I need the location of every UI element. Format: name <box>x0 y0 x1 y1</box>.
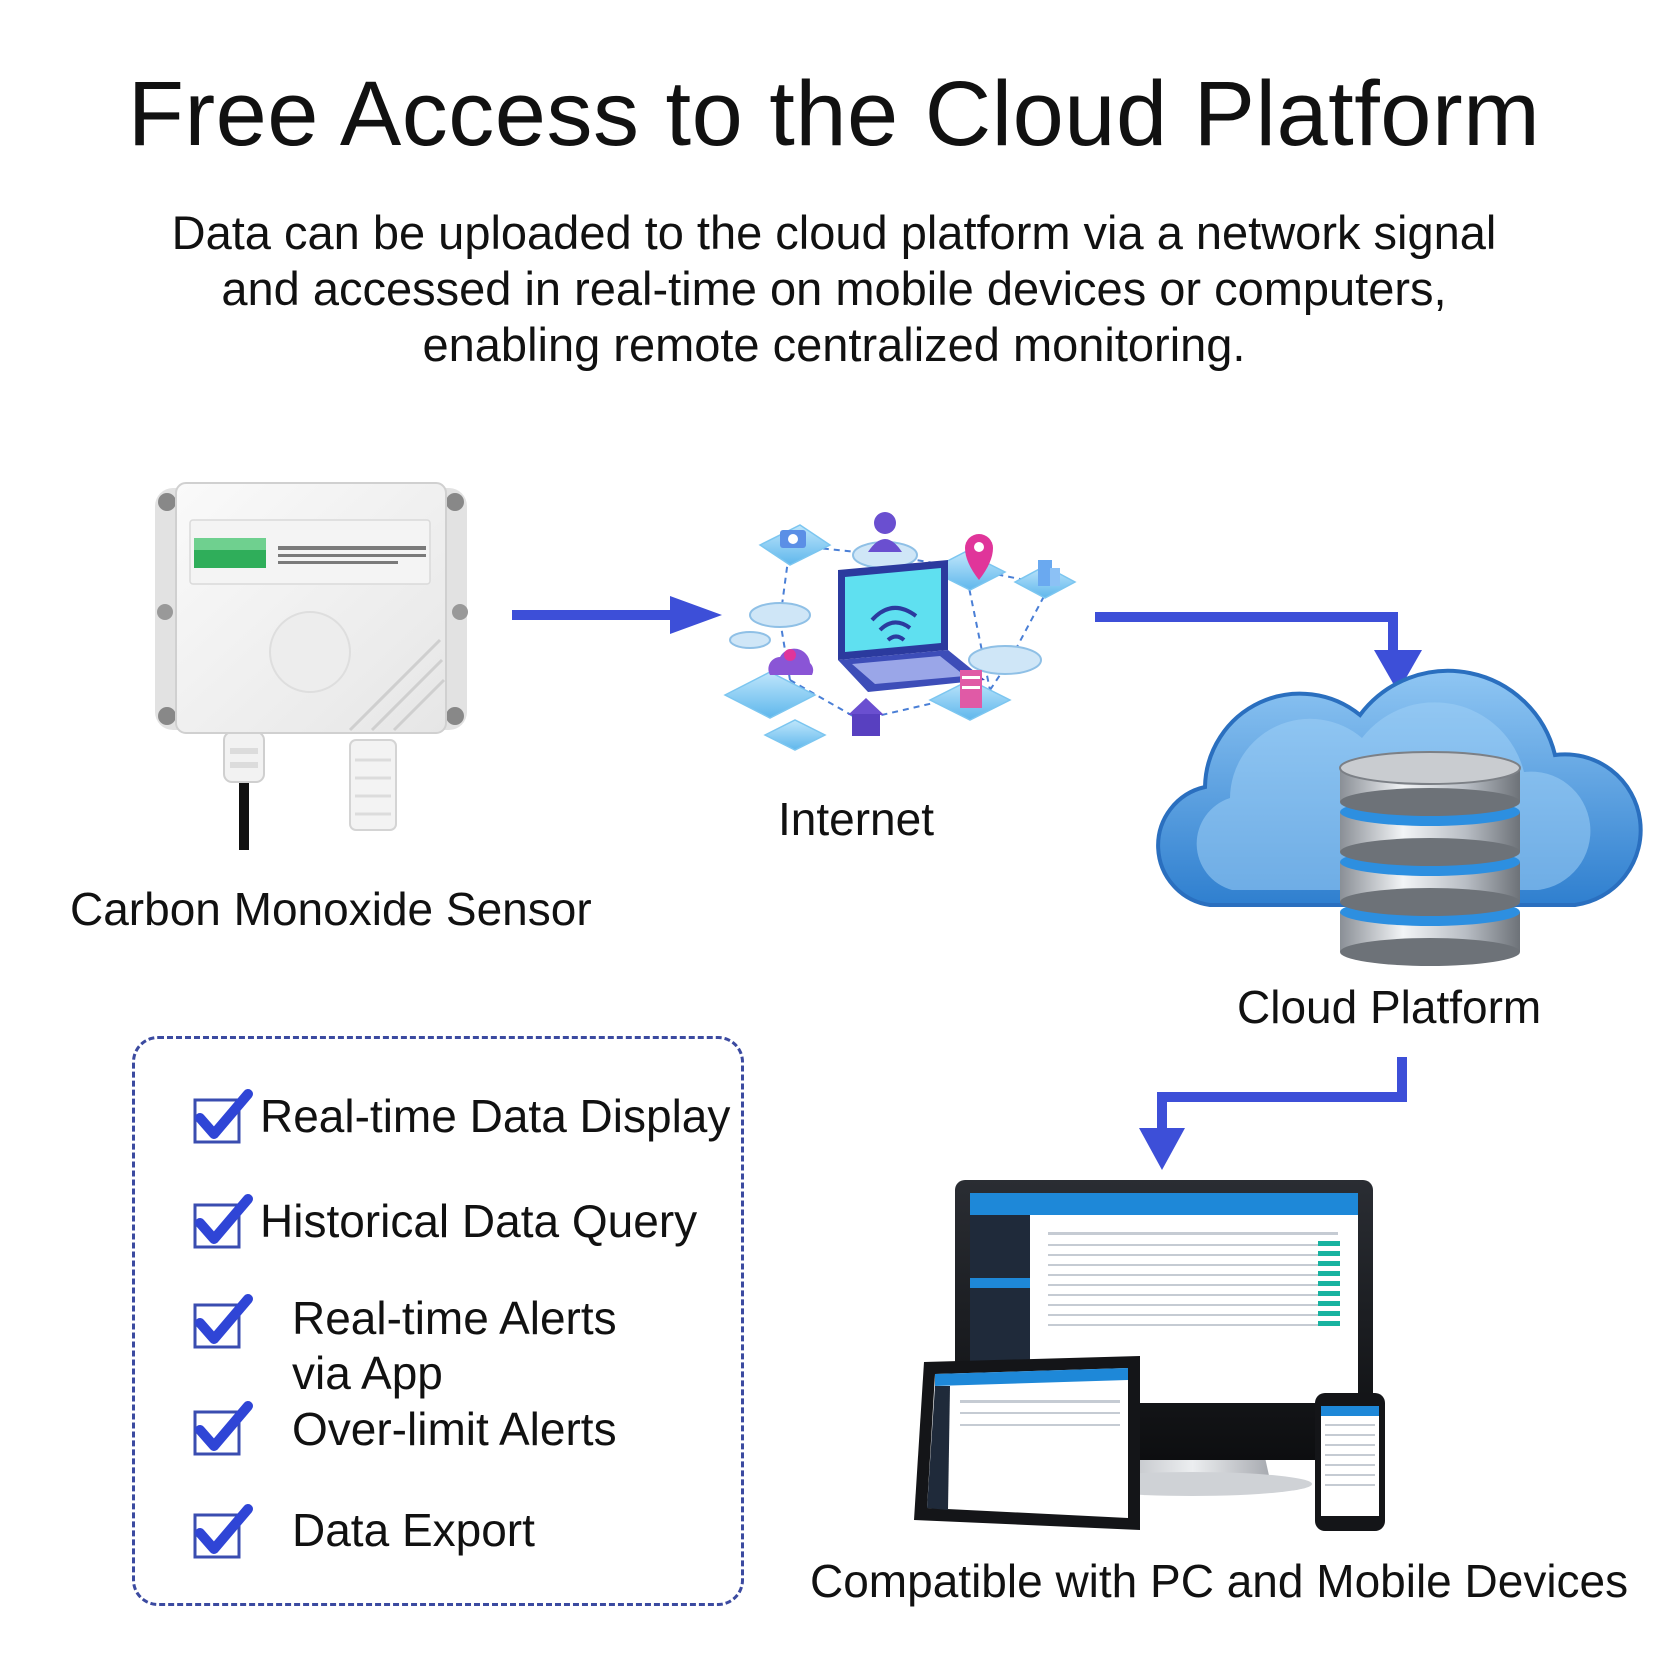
feature-item: Over-limit Alerts <box>292 1403 617 1455</box>
network-icon <box>723 512 1077 751</box>
sensor-label: Carbon Monoxide Sensor <box>70 883 592 935</box>
checkmark-icon <box>193 1089 253 1144</box>
feature-item: Data Export <box>292 1504 535 1556</box>
feature-item: Real-time Data Display <box>260 1090 731 1142</box>
subtitle-line-3: enabling remote centralized monitoring. <box>422 318 1246 371</box>
arrow-down-icon <box>1095 612 1422 692</box>
arrow-down-icon <box>1139 1057 1407 1170</box>
checkmark-icon <box>193 1401 253 1456</box>
tablet-device <box>914 1356 1140 1530</box>
feature-item: Historical Data Query <box>260 1195 698 1247</box>
devices-label: Compatible with PC and Mobile Devices <box>810 1555 1629 1607</box>
subtitle-line-1: Data can be uploaded to the cloud platfo… <box>171 206 1497 259</box>
checkmark-icon <box>193 1504 253 1559</box>
page-subtitle: Data can be uploaded to the cloud platfo… <box>140 205 1528 373</box>
feature-item-continued: via App <box>292 1347 443 1399</box>
page-title: Free Access to the Cloud Platform <box>127 63 1541 165</box>
checkmark-icon <box>193 1194 253 1249</box>
cloud-database-icon <box>1156 668 1643 966</box>
checkmark-icon <box>193 1294 253 1349</box>
features-box <box>132 1036 744 1606</box>
internet-label: Internet <box>778 793 934 845</box>
feature-item: Real-time Alerts <box>292 1292 617 1344</box>
sensor-device <box>155 482 468 850</box>
phone-device <box>1315 1393 1385 1531</box>
cloud-platform-label: Cloud Platform <box>1237 981 1542 1033</box>
subtitle-line-2: and accessed in real-time on mobile devi… <box>221 262 1447 315</box>
arrow-right-icon <box>512 596 722 634</box>
